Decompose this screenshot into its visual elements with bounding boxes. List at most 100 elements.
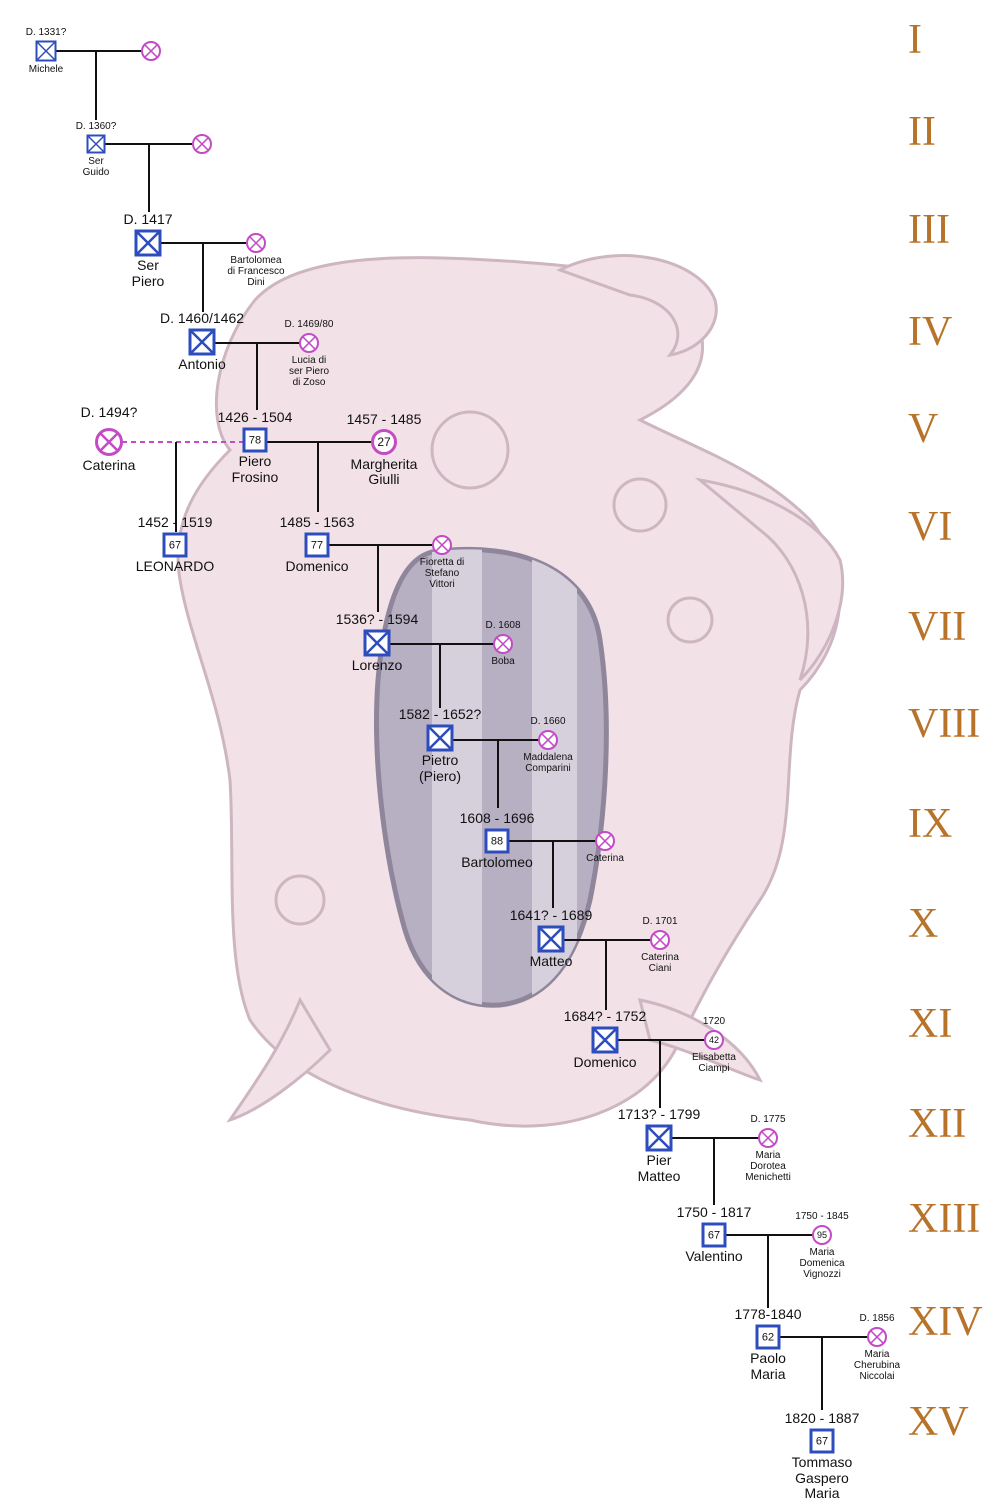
age-elisabetta: 42	[709, 1035, 719, 1045]
female-symbol-caterina_v	[95, 428, 123, 456]
male-symbol-bartolomeo: 88	[484, 828, 510, 854]
death-mark-b-lucia	[302, 336, 316, 350]
death-mark-b-maddalena	[541, 733, 555, 747]
name-bartolomeo: Bartolomeo	[461, 854, 533, 870]
male-square-leonardo	[162, 532, 188, 558]
female-circle-margherita	[371, 429, 397, 455]
death-mark-b-michele	[36, 41, 56, 61]
death-mark-b-serpiero	[136, 231, 160, 255]
dates-pietro: 1582 - 1652?	[398, 706, 482, 722]
male-square-valentino	[701, 1222, 727, 1248]
name-caterina_v: Caterina	[82, 456, 136, 473]
death-mark-b-caterina_ix	[598, 834, 612, 848]
name-leonardo: LEONARDO	[135, 558, 215, 574]
female-circle-mariadomenica	[812, 1225, 832, 1245]
dates-lucia: D. 1469/80	[284, 319, 334, 330]
dates-antonio: D. 1460/1462	[159, 310, 245, 326]
dates-mariadomenica: 1750 - 1845	[795, 1211, 849, 1222]
dates-pierofrosino: 1426 - 1504	[217, 409, 293, 425]
male-symbol-piermatteo	[645, 1124, 673, 1152]
age-tommaso: 67	[816, 1436, 828, 1448]
name-serpiero: Ser Piero	[131, 257, 165, 289]
death-mark-b-lorenzo	[365, 631, 389, 655]
name-domenico_vi: Domenico	[285, 558, 349, 574]
crest-scroll-2	[694, 477, 845, 682]
age-paolomaria: 62	[762, 1332, 774, 1344]
death-mark-b-antonio	[190, 330, 214, 354]
male-symbol-tommaso: 67	[809, 1428, 835, 1454]
name-fioretta: Fioretta di Stefano Vittori	[419, 557, 465, 591]
female-symbol-maddalena	[538, 730, 558, 750]
death-mark-b-caterina_v	[99, 432, 119, 452]
relationship-lines	[56, 50, 868, 1410]
age-leonardo: 67	[169, 540, 181, 552]
generation-label-4: IV	[908, 309, 953, 355]
death-mark-b-domenico_xi	[593, 1028, 617, 1052]
male-symbol-serpiero	[134, 229, 162, 257]
dates-mariacherubina: D. 1856	[859, 1313, 895, 1324]
death-mark-b-serguido	[87, 135, 105, 153]
death-mark-b-mariadorotea	[761, 1131, 775, 1145]
death-mark-b-bartolomea	[249, 236, 263, 250]
male-symbol-valentino: 67	[701, 1222, 727, 1248]
name-caterinaciani: Caterina Ciani	[641, 952, 679, 975]
name-elisabetta: Elisabetta Ciampi	[692, 1052, 736, 1075]
female-symbol-w1	[141, 41, 161, 61]
dates-caterinaciani: D. 1701	[642, 916, 678, 927]
female-symbol-fioretta	[432, 535, 452, 555]
age-pierofrosino: 78	[249, 435, 261, 447]
male-symbol-pietro	[426, 724, 454, 752]
death-mark-b-w2	[195, 137, 209, 151]
age-margherita: 27	[377, 435, 391, 449]
dates-maddalena: D. 1660	[530, 716, 566, 727]
death-mark-b-fioretta	[435, 538, 449, 552]
name-tommaso: Tommaso Gaspero Maria	[791, 1454, 853, 1502]
name-maddalena: Maddalena Comparini	[523, 752, 573, 775]
generation-label-12: XII	[908, 1101, 967, 1147]
name-pietro: Pietro (Piero)	[418, 752, 462, 784]
dates-serguido: D. 1360?	[75, 120, 117, 132]
male-symbol-serguido	[86, 134, 106, 154]
name-paolomaria: Paolo Maria	[750, 1350, 786, 1382]
female-circle-elisabetta	[704, 1030, 724, 1050]
death-mark-b-w1	[144, 44, 158, 58]
death-mark-b-matteo	[539, 927, 563, 951]
male-square-paolomaria	[755, 1324, 781, 1350]
death-mark-b-mariacherubina	[870, 1330, 884, 1344]
male-symbol-pierofrosino: 78	[242, 427, 268, 453]
male-symbol-michele	[35, 40, 57, 62]
name-boba: Boba	[491, 656, 515, 667]
age-bartolomeo: 88	[491, 836, 503, 848]
generation-label-11: XI	[908, 1001, 953, 1047]
female-symbol-lucia	[299, 333, 319, 353]
female-symbol-elisabetta: 42	[704, 1030, 724, 1050]
male-symbol-domenico_vi: 77	[304, 532, 330, 558]
name-mariadomenica: Maria Domenica Vignozzi	[799, 1247, 845, 1281]
name-michele: Michele	[28, 63, 64, 75]
dates-elisabetta: 1720	[702, 1016, 726, 1027]
dates-domenico_xi: 1684? - 1752	[563, 1008, 647, 1024]
name-domenico_xi: Domenico	[573, 1054, 637, 1070]
crest-scroll-1	[556, 254, 718, 358]
name-antonio: Antonio	[178, 356, 226, 372]
name-lucia: Lucia di ser Piero di Zoso	[288, 355, 330, 389]
death-mark-b-piermatteo	[647, 1126, 671, 1150]
coat-of-arms-background	[176, 254, 845, 1128]
generation-label-5: V	[908, 406, 939, 452]
female-symbol-caterinaciani	[650, 930, 670, 950]
dates-piermatteo: 1713? - 1799	[617, 1106, 701, 1122]
male-square-tommaso	[809, 1428, 835, 1454]
generation-label-3: III	[908, 207, 950, 253]
name-pierofrosino: Piero Frosino	[231, 453, 279, 485]
generation-label-13: XIII	[908, 1196, 981, 1242]
male-symbol-antonio	[188, 328, 216, 356]
male-square-pierofrosino	[242, 427, 268, 453]
generation-label-7: VII	[908, 604, 967, 650]
female-symbol-mariacherubina	[867, 1327, 887, 1347]
death-mark-b-pietro	[428, 726, 452, 750]
name-valentino: Valentino	[685, 1248, 743, 1264]
generation-label-2: II	[908, 109, 936, 155]
